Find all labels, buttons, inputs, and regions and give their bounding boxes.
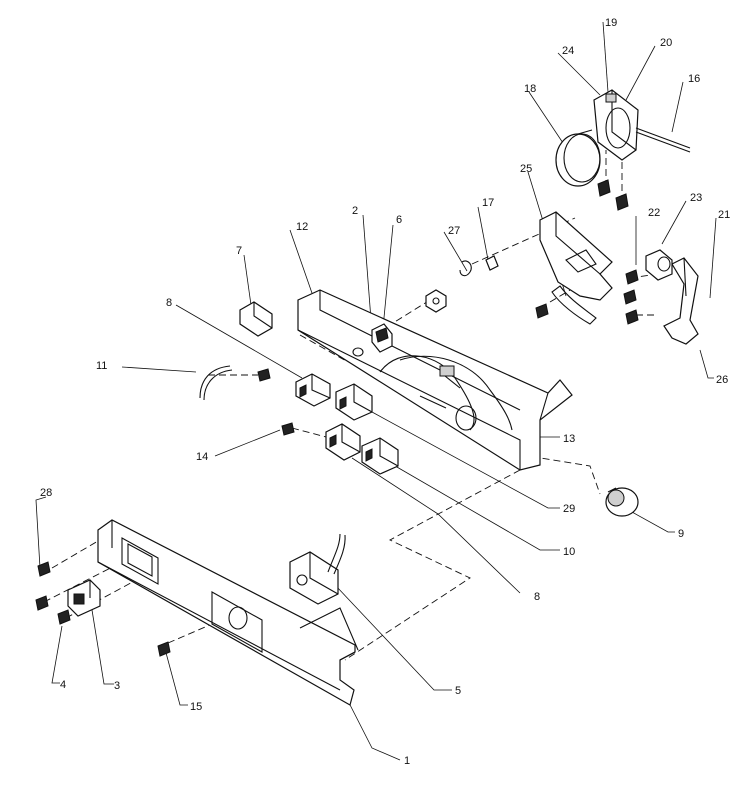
callout-28: 28 bbox=[40, 487, 52, 499]
relay-7 bbox=[239, 301, 273, 337]
switch-8-top bbox=[295, 373, 331, 407]
callout-1: 1 bbox=[404, 755, 410, 767]
callout-4: 4 bbox=[60, 679, 66, 691]
callout-11: 11 bbox=[96, 360, 107, 372]
screws bbox=[35, 179, 639, 657]
callout-15: 15 bbox=[190, 701, 202, 713]
wheel-18 bbox=[555, 129, 601, 187]
actuator-bracket-25 bbox=[539, 211, 613, 325]
callout-3: 3 bbox=[114, 680, 120, 692]
callout-9: 9 bbox=[678, 528, 684, 540]
callout-12: 12 bbox=[296, 221, 308, 233]
screw-14 bbox=[281, 422, 295, 436]
shaft-16 bbox=[635, 127, 691, 153]
control-box-12 bbox=[297, 289, 573, 471]
bracket-6 bbox=[371, 323, 393, 353]
nut bbox=[425, 289, 447, 313]
clip-17 bbox=[485, 255, 499, 271]
solenoid-23 bbox=[645, 249, 673, 281]
callout-17: 17 bbox=[482, 197, 494, 209]
callout-21: 21 bbox=[718, 209, 730, 221]
callout-22: 22 bbox=[648, 207, 660, 219]
callout-16: 16 bbox=[688, 73, 700, 85]
callout-20: 20 bbox=[660, 37, 672, 49]
callout-24: 24 bbox=[562, 45, 574, 57]
callout-10: 10 bbox=[563, 546, 575, 558]
callout-23: 23 bbox=[690, 192, 702, 204]
callout-8-bottom: 8 bbox=[534, 591, 540, 603]
callout-2: 2 bbox=[352, 205, 358, 217]
clip-27 bbox=[459, 260, 472, 277]
motor-bracket-19 bbox=[593, 89, 639, 161]
callout-8-top: 8 bbox=[166, 297, 172, 309]
switch-8-bottom bbox=[325, 423, 361, 461]
callout-7: 7 bbox=[236, 245, 242, 257]
callout-labels: 1 2 3 4 5 6 7 8 8 9 10 11 12 13 14 15 16… bbox=[40, 17, 730, 767]
wire-lead-11 bbox=[199, 365, 233, 401]
switch-3 bbox=[67, 579, 101, 617]
switch-10 bbox=[361, 437, 399, 475]
callout-14: 14 bbox=[196, 451, 208, 463]
callout-19: 19 bbox=[605, 17, 617, 29]
callout-6: 6 bbox=[396, 214, 402, 226]
callout-27: 27 bbox=[448, 225, 460, 237]
wiring-harness-13 bbox=[379, 355, 513, 431]
thermostat-5 bbox=[289, 533, 346, 605]
front-control-panel bbox=[97, 519, 359, 706]
callout-25: 25 bbox=[520, 163, 532, 175]
callout-26: 26 bbox=[716, 374, 728, 386]
arm-26 bbox=[663, 257, 699, 345]
callout-18: 18 bbox=[524, 83, 536, 95]
callout-13: 13 bbox=[563, 433, 575, 445]
screw-11 bbox=[257, 368, 271, 382]
callout-29: 29 bbox=[563, 503, 575, 515]
switch-29 bbox=[335, 383, 373, 421]
callout-5: 5 bbox=[455, 685, 461, 697]
knob-9 bbox=[605, 487, 639, 517]
